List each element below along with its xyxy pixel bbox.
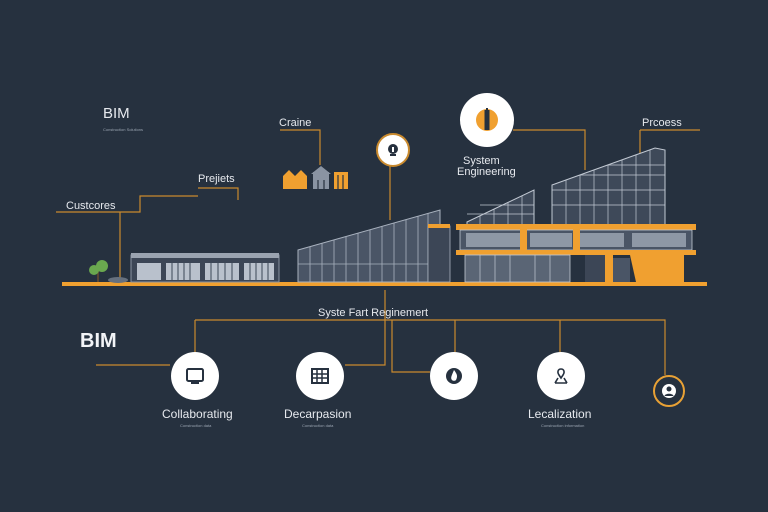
flame-icon <box>446 368 462 384</box>
crane-connector <box>280 129 321 165</box>
collaborating-label: Collaborating <box>162 407 233 421</box>
fire-node[interactable] <box>430 352 478 400</box>
crane-label: Craine <box>279 117 312 129</box>
bim-top-sublabel: Construction Solutions <box>103 127 144 132</box>
customers-connector <box>120 195 198 213</box>
system-label: System <box>463 155 500 167</box>
monitor-icon <box>186 368 204 384</box>
pin-icon <box>554 368 568 384</box>
decomposition-node[interactable] <box>296 352 344 400</box>
collaborating-sublabel: Construction data <box>180 423 212 428</box>
user-icon <box>662 384 676 398</box>
process-node[interactable] <box>460 93 514 147</box>
connector-lines <box>56 129 700 375</box>
tower-icon <box>476 108 498 131</box>
center-label: Syste Fart Reginemert <box>318 307 429 319</box>
bottom-bus <box>195 319 666 375</box>
localization-node[interactable] <box>537 352 585 400</box>
decomposition-label: Decarpasion <box>284 407 352 421</box>
user-node[interactable] <box>653 375 685 407</box>
fire-link <box>391 320 430 373</box>
customers-label: Custcores <box>66 200 116 212</box>
bim-bottom-label: BIM <box>80 330 117 352</box>
decomposition-sublabel: Construction data <box>302 423 334 428</box>
right-main-building <box>456 147 696 283</box>
grid-icon <box>311 368 329 384</box>
info-icon <box>388 144 398 156</box>
process-label: Prcoess <box>642 117 682 129</box>
projects-connector <box>198 187 239 200</box>
localization-label: Lecalization <box>528 407 592 421</box>
ground-line <box>62 282 707 286</box>
left-building <box>130 253 280 283</box>
decomp-link <box>345 320 386 366</box>
projects-label: Prejiets <box>198 173 235 185</box>
bim-top-label: BIM <box>103 105 130 122</box>
system-node-connector <box>513 129 586 170</box>
tree-icon <box>89 260 128 283</box>
collaborating-node[interactable] <box>171 352 219 400</box>
engineering-label: Engineering <box>457 166 516 178</box>
localization-sublabel: Construction information <box>541 423 585 428</box>
engineering-node[interactable] <box>376 133 410 167</box>
middle-glass-building <box>297 209 451 283</box>
small-buildings-icon <box>283 166 348 189</box>
